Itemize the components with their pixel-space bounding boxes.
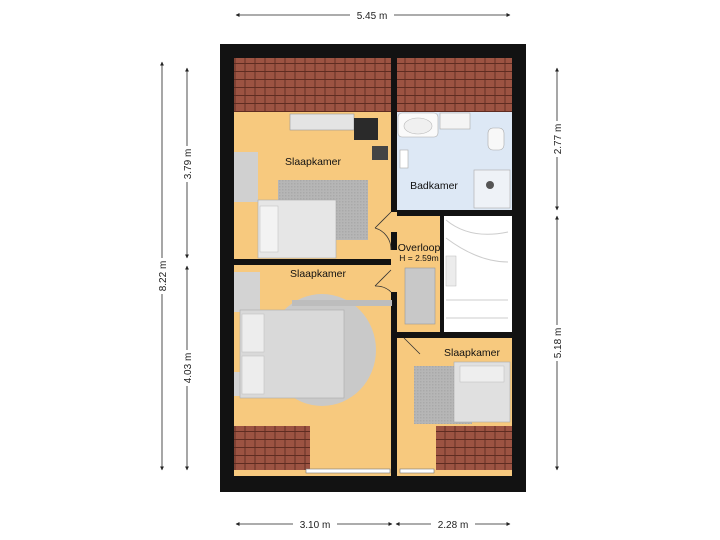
dim-right-upper-label: 2.77 m [553,124,564,155]
label-landing-height: H = 2.59m [399,253,438,263]
printer [372,146,388,160]
dresser [234,152,258,202]
roof-top-right [397,58,512,112]
sink [439,112,471,130]
stairs [445,219,509,319]
dim-left-lower-label: 4.03 m [183,353,194,384]
roof-bottom-right [436,426,512,470]
shower [473,169,511,209]
toilet [487,127,505,151]
label-bedroom-top: Slaapkamer [285,156,342,168]
top-bedroom-furniture [234,113,388,259]
label-bathroom: Badkamer [410,180,458,192]
left-bedroom-furniture [234,272,392,406]
desk-chair [354,118,378,140]
doors [374,211,421,355]
label-bedroom-right: Slaapkamer [444,347,501,359]
label-bedroom-left: Slaapkamer [290,268,347,280]
dim-left-total-label: 8.22 m [158,261,169,292]
dim-top-label: 5.45 m [357,11,388,22]
interior-walls [234,58,512,476]
landing-furniture [404,219,509,325]
nightstand-top [234,272,260,312]
roof-top-left [234,58,392,112]
roof-bottom-left [234,426,310,470]
dim-left-upper-label: 3.79 m [183,149,194,180]
room-labels: Slaapkamer Slaapkamer Slaapkamer Badkame… [285,156,501,359]
right-bedroom-furniture [414,361,511,424]
windows [305,468,435,474]
bathroom-fixtures [397,112,511,209]
dim-right-lower-label: 5.18 m [553,328,564,359]
drain [486,181,494,189]
dim-bottom-right-label: 2.28 m [438,520,469,531]
label-landing: Overloop [398,242,441,254]
dimension-lines: 5.45 m 8.22 m 3.79 m 4.03 m 2.77 m 5.18 … [155,8,564,531]
dim-bottom-left-label: 3.10 m [300,520,331,531]
desk [289,113,355,131]
landing-cabinet [404,267,436,325]
